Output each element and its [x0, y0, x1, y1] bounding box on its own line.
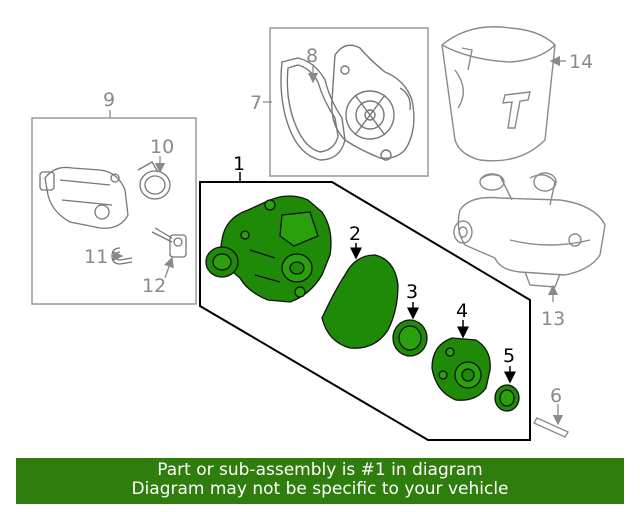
pin-part-6 — [533, 417, 569, 438]
banner-line-2: Diagram may not be specific to your vehi… — [131, 479, 509, 499]
parts-diagram: 8 7 14 9 10 11 12 — [31, 26, 606, 441]
callout-8: 8 — [306, 45, 318, 67]
disclaimer-banner: Part or sub-assembly is #1 in diagram Di… — [16, 458, 624, 504]
thermostat-housing-part — [39, 166, 129, 229]
callout-14: 14 — [569, 51, 593, 73]
sensor-part-12 — [151, 227, 187, 258]
group-9-frame — [31, 117, 197, 305]
assembly-1-frame — [199, 181, 531, 441]
seal-part-10 — [137, 161, 171, 200]
callout-6: 6 — [550, 385, 562, 407]
housing-part-13 — [453, 172, 606, 288]
callout-11: 11 — [84, 246, 108, 268]
callout-1: 1 — [233, 153, 245, 175]
water-pump-body — [205, 195, 332, 303]
seal-part-3 — [392, 319, 428, 357]
cover-part-14 — [441, 26, 556, 162]
banner-line-1: Part or sub-assembly is #1 in diagram — [157, 460, 483, 480]
callout-4: 4 — [456, 300, 468, 322]
leader-12 — [164, 256, 174, 279]
o-ring-part-5 — [494, 384, 520, 412]
housing-part-7 — [331, 44, 415, 161]
callout-3: 3 — [406, 281, 418, 303]
gasket-part-2 — [321, 254, 399, 349]
callout-5: 5 — [503, 345, 515, 367]
callout-9: 9 — [103, 89, 115, 111]
callout-7: 7 — [250, 92, 262, 114]
impeller-part-4 — [431, 337, 491, 401]
callout-12: 12 — [142, 275, 166, 297]
callout-13: 13 — [541, 308, 565, 330]
callout-2: 2 — [349, 223, 361, 245]
callout-10: 10 — [150, 136, 174, 158]
